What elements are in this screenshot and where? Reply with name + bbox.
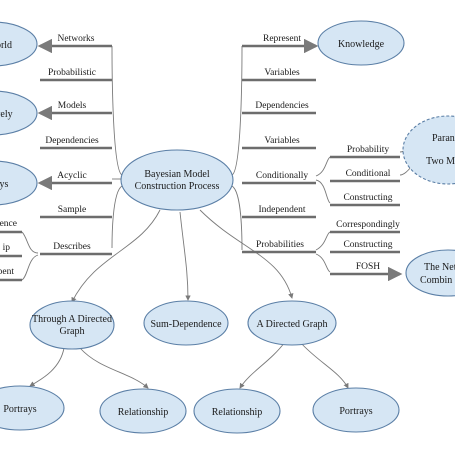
sum-dependence-text: Sum-Dependence xyxy=(150,319,222,330)
left-sub-label-1: dence xyxy=(0,219,17,229)
knowledge-node: Knowledge xyxy=(317,20,405,66)
edge-left-bundle xyxy=(111,45,123,176)
edge-right-bundle-lower xyxy=(231,185,243,251)
leaf-relationship-1: Relationship xyxy=(99,388,187,434)
right-sub-label-probability: Probability xyxy=(347,145,389,155)
leaf-portrays-1-text: Portrays xyxy=(3,404,36,415)
right-branches: Represent Variables Dependencies Variabl… xyxy=(242,34,403,282)
param-node: Paran Two M xyxy=(402,115,455,185)
left-node-1-text: orld xyxy=(0,40,12,51)
param-line-2: Two M xyxy=(426,156,455,167)
leaf-portrays-2: Portrays xyxy=(312,387,400,433)
right-label-variables-2: Variables xyxy=(264,136,300,146)
center-node: Bayesian Model Construction Process xyxy=(120,149,234,211)
left-label-describes: Describes xyxy=(53,242,91,252)
leaf-relationship-2-text: Relationship xyxy=(212,407,263,418)
right-sub-label-constructing-1: Constructing xyxy=(343,193,392,203)
edge-cond-constructing xyxy=(315,179,331,204)
right-sub-label-fosh: FOSH xyxy=(356,262,380,272)
left-label-networks: Networks xyxy=(58,34,95,44)
left-node-2: vely xyxy=(0,90,38,136)
left-label-sample: Sample xyxy=(58,205,87,215)
edge-through-to-relationship xyxy=(79,347,149,389)
directed-graph-text: A Directed Graph xyxy=(256,319,327,330)
right-sub-label-conditional: Conditional xyxy=(346,169,391,179)
left-branches: Networks Probabilistic Models Dependenci… xyxy=(0,34,112,282)
nodes: Bayesian Model Construction Process orld… xyxy=(0,20,455,434)
through-line-1: Through A Directed xyxy=(32,314,112,325)
leaf-relationship-2: Relationship xyxy=(193,388,281,434)
sum-dependence-node: Sum-Dependence xyxy=(143,300,229,346)
network-node: The Net Combin xyxy=(405,249,455,297)
left-label-acyclic: Acyclic xyxy=(57,171,87,181)
right-label-dependencies: Dependencies xyxy=(255,101,309,111)
edges xyxy=(21,45,415,389)
edge-prob-fosh xyxy=(315,253,331,273)
right-label-conditionally: Conditionally xyxy=(256,171,309,181)
left-sub-label-2: ip xyxy=(3,243,11,253)
param-line-1: Paran xyxy=(432,133,455,144)
edge-center-to-sumdep xyxy=(179,211,191,301)
through-directed-graph-node: Through A Directed Graph xyxy=(29,300,115,350)
edge-prob-correspondingly xyxy=(315,231,331,251)
left-sub-label-3: pent xyxy=(0,267,14,277)
edge-describes-up xyxy=(21,231,39,254)
left-node-3-text: ys xyxy=(0,179,9,190)
directed-graph-node: A Directed Graph xyxy=(247,300,337,346)
through-line-2: Graph xyxy=(60,326,85,337)
network-line-1: The Net xyxy=(424,262,455,273)
leaf-portrays-2-text: Portrays xyxy=(339,406,372,417)
knowledge-text: Knowledge xyxy=(338,39,385,50)
edge-right-bundle xyxy=(231,45,243,176)
left-label-probabilistic: Probabilistic xyxy=(48,68,96,78)
edge-directed-to-relationship xyxy=(239,341,286,389)
left-label-models: Models xyxy=(58,101,87,111)
right-sub-label-correspondingly: Correspondingly xyxy=(336,220,400,230)
right-label-probabilities: Probabilities xyxy=(256,240,304,250)
right-label-represent: Represent xyxy=(263,34,301,44)
edge-directed-to-portrays xyxy=(299,341,349,389)
edge-cond-probability xyxy=(315,156,331,177)
right-label-independent: Independent xyxy=(259,205,306,215)
leaf-portrays-1: Portrays xyxy=(0,385,65,431)
leaf-relationship-1-text: Relationship xyxy=(118,407,169,418)
left-label-dependencies: Dependencies xyxy=(45,136,99,146)
edge-left-bundle-lower xyxy=(111,185,123,249)
center-line-2: Construction Process xyxy=(135,181,220,192)
edge-through-to-portrays xyxy=(29,347,65,387)
right-label-variables-1: Variables xyxy=(264,68,300,78)
edge-describes-down xyxy=(21,254,39,281)
network-line-2: Combin xyxy=(420,275,452,286)
left-node-3: ys xyxy=(0,160,38,206)
edge-center-to-through xyxy=(71,209,161,303)
right-sub-label-constructing-2: Constructing xyxy=(343,240,392,250)
edge-center-to-directed xyxy=(199,209,294,299)
left-node-2-text: vely xyxy=(0,109,13,120)
center-line-1: Bayesian Model xyxy=(144,169,209,180)
left-node-1: orld xyxy=(0,21,38,67)
